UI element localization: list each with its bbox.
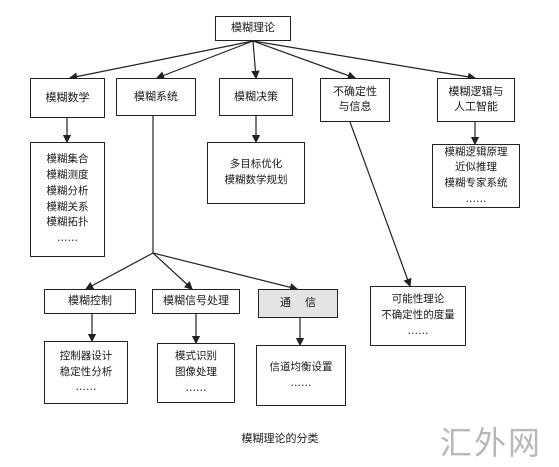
list-signal-processing: 模式识别 图像处理 …… — [157, 343, 235, 403]
node-label-line: 模糊逻辑与 — [448, 85, 504, 99]
list-item: 近似推理 — [455, 161, 497, 174]
list-item: 信道均衡设置 — [269, 360, 333, 373]
list-uncertainty: 可能性理论 不确定性的度量 …… — [370, 286, 466, 346]
node-label-line: 人工智能 — [454, 100, 498, 113]
list-item: …… — [75, 381, 97, 394]
node-label: 模糊数学 — [45, 90, 90, 104]
list-item: …… — [407, 324, 429, 337]
node-communication: 通信 — [258, 289, 338, 318]
list-fuzzy-logic: 模糊逻辑原理 近似推理 模糊专家系统 …… — [432, 144, 520, 208]
list-item: 控制器设计 — [59, 349, 113, 362]
list-item: …… — [57, 232, 78, 244]
list-item: 模糊关系 — [46, 200, 89, 213]
node-label-line: 不确定性 — [333, 85, 377, 99]
list-item: 模糊拓扑 — [46, 216, 89, 229]
node-fuzzy-system: 模糊系统 — [116, 78, 196, 116]
list-item: 模糊集合 — [46, 153, 89, 166]
list-fuzzy-math: 模糊集合 模糊测度 模糊分析 模糊关系 模糊拓扑 …… — [30, 142, 105, 257]
node-fuzzy-signal-processing: 模糊信号处理 — [152, 289, 240, 314]
root-label: 模糊理论 — [231, 21, 275, 35]
list-item: …… — [185, 381, 207, 394]
node-label-line: 与信息 — [338, 100, 372, 113]
node-fuzzy-math: 模糊数学 — [30, 78, 105, 118]
list-item: 模糊测度 — [46, 169, 89, 181]
figure-caption: 模糊理论的分类 — [241, 432, 319, 445]
root-node: 模糊理论 — [215, 16, 291, 41]
node-uncertainty-information: 不确定性 与信息 — [320, 78, 390, 122]
node-label: 模糊决策 — [234, 89, 278, 103]
list-fuzzy-control: 控制器设计 稳定性分析 …… — [44, 341, 128, 404]
node-fuzzy-logic-ai: 模糊逻辑与 人工智能 — [437, 78, 515, 122]
watermark: 汇外网 — [440, 424, 543, 462]
list-fuzzy-decision: 多目标优化 模糊数学规划 — [207, 142, 305, 204]
list-communication: 信道均衡设置 …… — [256, 345, 346, 406]
list-item: …… — [465, 192, 487, 205]
list-item: 稳定性分析 — [59, 365, 113, 378]
list-item: 模糊数学规划 — [224, 174, 288, 186]
list-item: 不确定性的度量 — [381, 309, 455, 322]
list-item: 模糊逻辑原理 — [444, 145, 508, 158]
node-label: 通信 — [280, 296, 330, 310]
list-item: 图像处理 — [175, 366, 217, 379]
list-item: 多目标优化 — [229, 158, 283, 171]
node-label: 模糊信号处理 — [163, 294, 229, 308]
list-item: …… — [290, 376, 312, 389]
list-item: 模式识别 — [175, 350, 217, 363]
node-fuzzy-control: 模糊控制 — [44, 289, 136, 314]
node-label: 模糊控制 — [68, 294, 112, 308]
node-label: 模糊系统 — [134, 89, 178, 103]
node-fuzzy-decision: 模糊决策 — [219, 78, 293, 116]
list-item: 模糊分析 — [46, 184, 89, 197]
list-item: 模糊专家系统 — [444, 177, 508, 189]
list-item: 可能性理论 — [391, 293, 445, 306]
